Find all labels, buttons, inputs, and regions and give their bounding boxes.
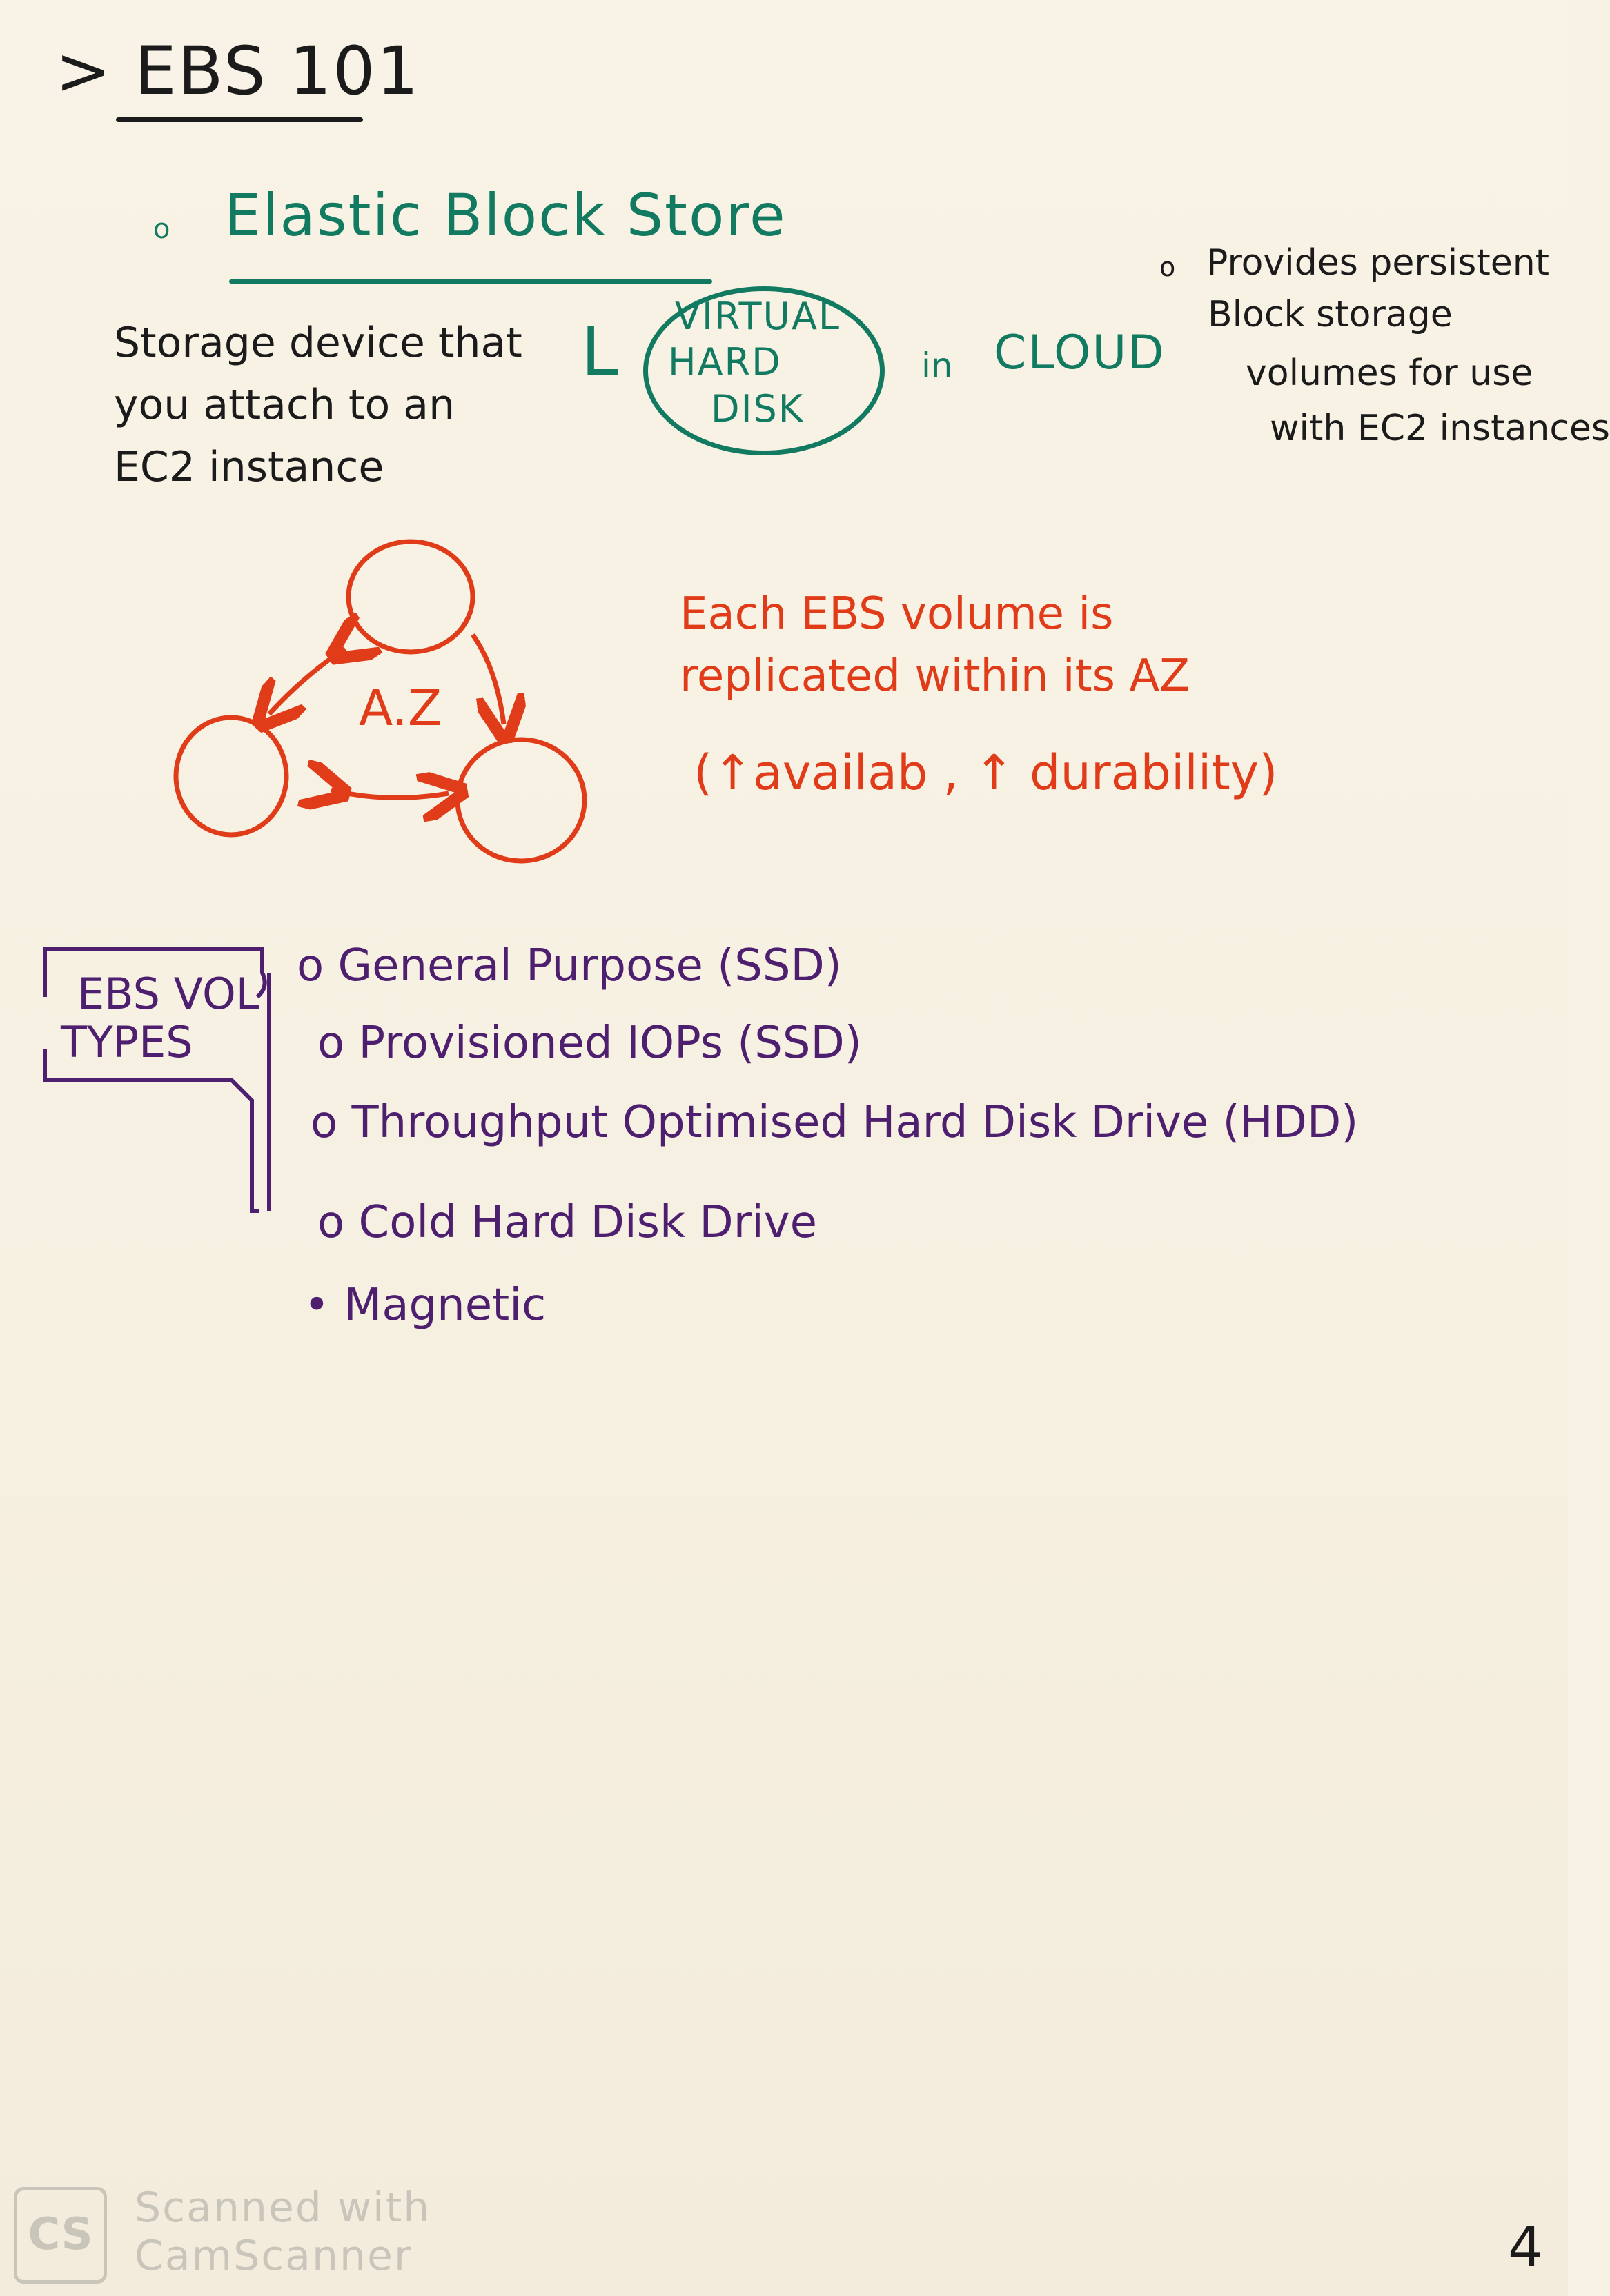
replication-arrow <box>471 633 504 724</box>
disk-label-line: DISK <box>711 387 805 430</box>
az-replication-diagram <box>173 539 587 864</box>
description-line: you attach to an <box>114 381 455 429</box>
replication-note-line: (↑availab , ↑ durability) <box>694 744 1278 801</box>
az-node-top <box>346 539 475 655</box>
watermark-text: CamScanner <box>135 2232 413 2280</box>
side-note-line: Provides persistent <box>1206 242 1550 284</box>
cloud-word: CLOUD <box>994 326 1166 380</box>
replication-arrow <box>331 790 449 798</box>
section-heading: Elastic Block Store <box>224 181 787 249</box>
replication-arrow <box>269 649 345 714</box>
title-underline <box>116 117 363 122</box>
heading-underline <box>229 279 712 284</box>
volume-type-item: o General Purpose (SSD) <box>297 940 842 991</box>
side-note-line: Block storage <box>1208 294 1453 335</box>
side-note-bullet: o <box>1159 252 1176 282</box>
disk-label-line: VIRTUAL <box>675 295 841 338</box>
heading-bullet: o <box>153 213 170 245</box>
watermark-text: Scanned with <box>135 2184 431 2232</box>
types-box-label: TYPES <box>61 1017 193 1067</box>
volume-type-item: o Provisioned IOPs (SSD) <box>317 1018 862 1069</box>
volume-type-item: • Magnetic <box>304 1280 547 1331</box>
replication-note-line: replicated within its AZ <box>680 651 1190 702</box>
in-word: in <box>921 346 953 386</box>
description-line: EC2 instance <box>114 443 384 491</box>
volume-type-item: o Cold Hard Disk Drive <box>317 1197 818 1248</box>
volume-type-item: o Throughput Optimised Hard Disk Drive (… <box>311 1097 1359 1148</box>
replication-note-line: Each EBS volume is <box>680 588 1114 640</box>
az-label: A.Z <box>359 679 442 737</box>
side-note-line: with EC2 instances <box>1270 408 1610 449</box>
az-node-left <box>173 715 289 838</box>
page-title: > EBS 101 <box>55 32 420 110</box>
description-line: Storage device that <box>114 319 522 367</box>
types-box-label: EBS VOL <box>77 969 260 1019</box>
page-number: 4 <box>1508 2215 1543 2279</box>
side-note-line: volumes for use <box>1246 353 1533 394</box>
arrow-icon: L <box>581 313 618 390</box>
types-bracket <box>43 947 271 1213</box>
az-node-right <box>455 737 587 864</box>
camscanner-logo: CS <box>14 2187 107 2284</box>
virtual-hard-disk-oval <box>643 286 885 455</box>
disk-label-line: HARD <box>668 340 782 384</box>
